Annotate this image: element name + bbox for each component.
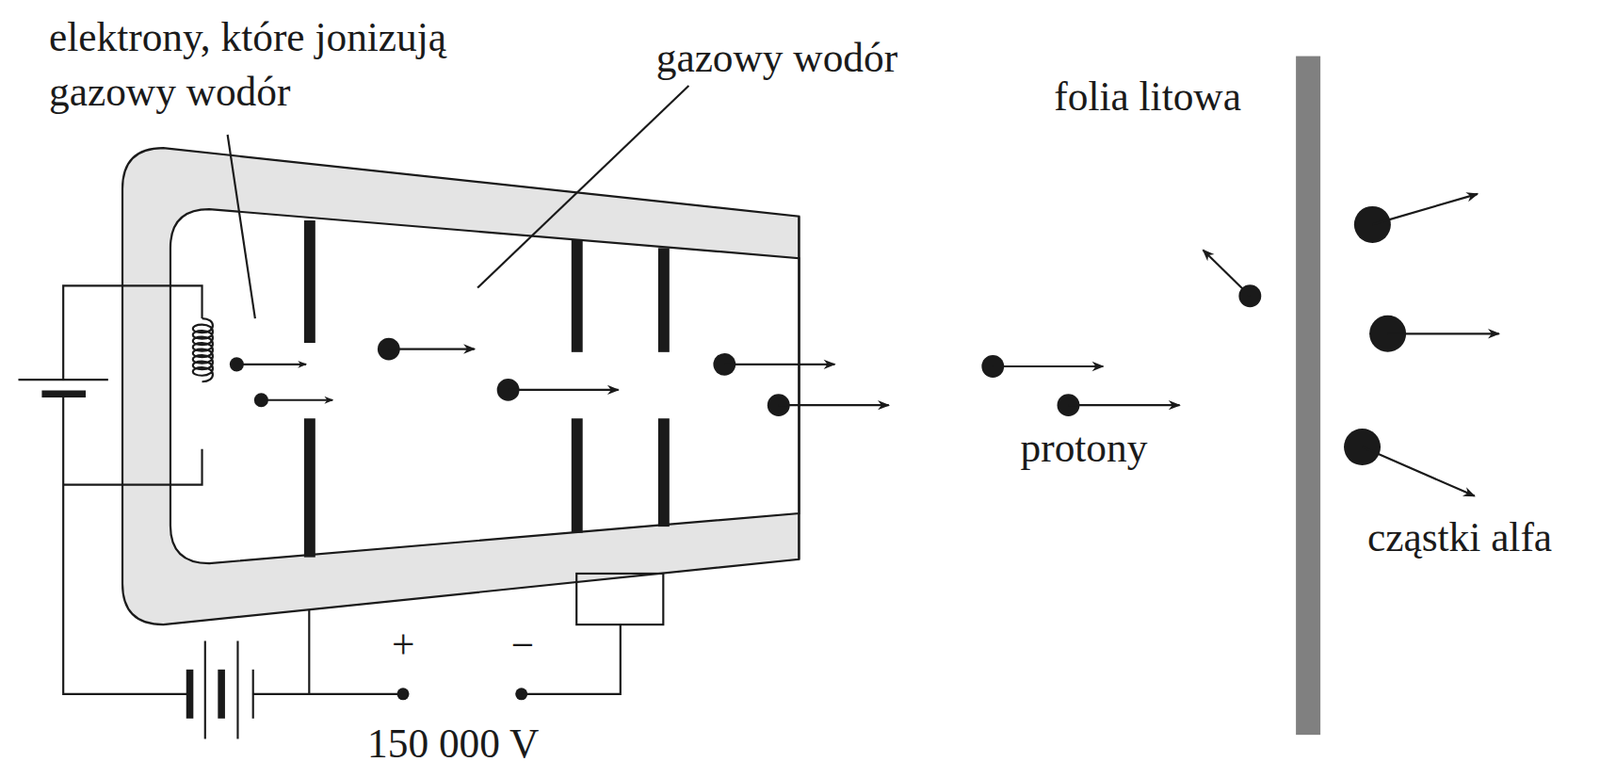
motion-arrow: [508, 388, 619, 391]
wire: [307, 610, 310, 695]
tube-wall: [122, 147, 799, 625]
terminal: [397, 687, 410, 700]
callout-label: elektrony, które jonizują gazowy wodór: [48, 10, 560, 119]
motion-arrow: [778, 404, 889, 406]
polarity-sign: +: [391, 624, 415, 665]
motion-arrow: [1067, 404, 1180, 406]
electrode-connector: [576, 573, 663, 625]
wire: [63, 449, 202, 485]
tube-window: [797, 216, 800, 560]
polarity-sign: −: [511, 624, 534, 665]
leader-line: [477, 85, 689, 289]
wire: [63, 285, 202, 380]
motion-arrow: [724, 363, 835, 366]
particle-label: cząstki alfa: [1367, 517, 1552, 558]
electrode: [658, 418, 670, 527]
motion-arrow: [260, 399, 333, 402]
motion-arrow: [388, 347, 475, 350]
wire: [521, 624, 621, 695]
wire: [253, 693, 404, 695]
electrode: [658, 247, 670, 353]
motion-arrow: [236, 363, 307, 366]
voltage-label: 150 000 V: [367, 723, 539, 764]
motion-arrow: [992, 365, 1103, 368]
electrode: [304, 220, 316, 343]
motion-arrow: [1372, 193, 1478, 226]
tube-cavity: [170, 209, 799, 564]
callout-label: gazowy wodór: [656, 37, 898, 79]
electrode: [304, 418, 316, 557]
electrode: [571, 240, 583, 353]
electrode: [571, 418, 583, 533]
part-label: folia litowa: [1053, 76, 1242, 117]
lithium-foil: [1295, 56, 1321, 736]
motion-arrow: [1362, 447, 1475, 497]
particle-label: protony: [1020, 427, 1148, 469]
leader-line: [227, 134, 256, 319]
battery-plate: [236, 640, 239, 739]
battery-plate: [204, 640, 207, 739]
battery-plate: [41, 389, 86, 398]
battery-plate: [217, 669, 226, 719]
battery-plate: [18, 378, 109, 381]
motion-arrow: [1203, 249, 1251, 296]
filament-coil: [193, 318, 213, 382]
wire: [63, 393, 189, 695]
battery-plate: [186, 669, 194, 719]
motion-arrow: [1388, 332, 1500, 335]
